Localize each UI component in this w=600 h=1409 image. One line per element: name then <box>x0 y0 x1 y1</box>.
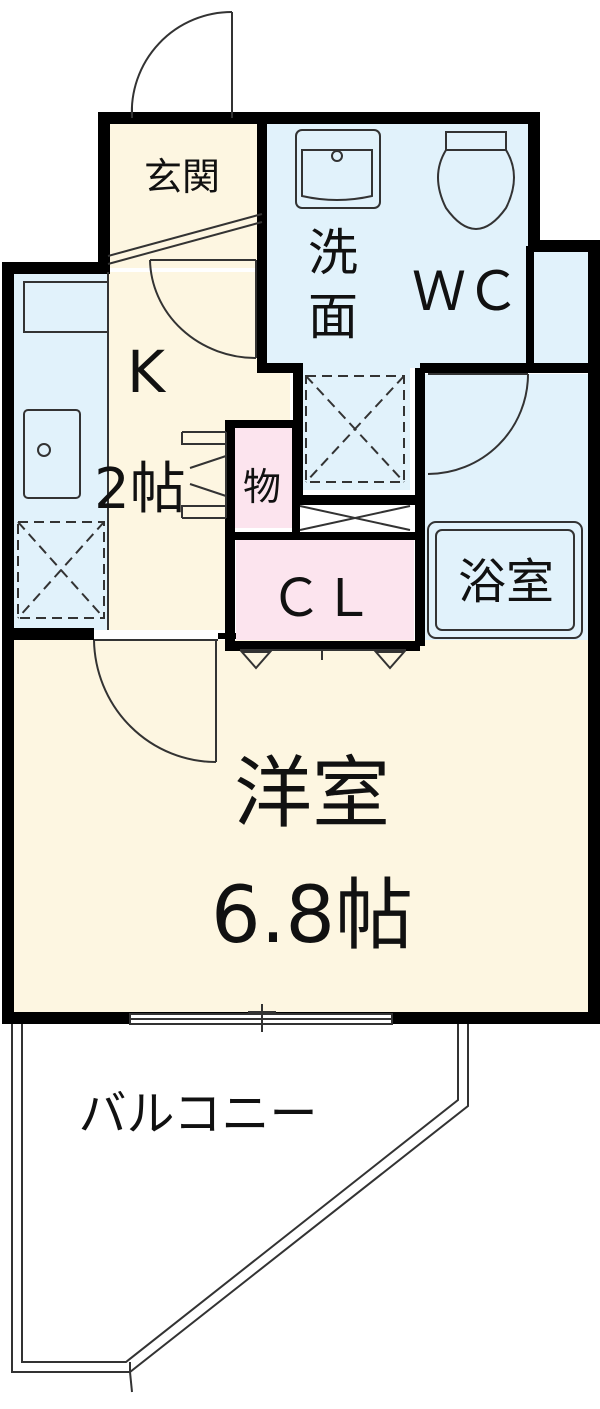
wall-closet <box>225 420 420 651</box>
wall-storage <box>230 420 300 536</box>
bath-fixtures <box>427 373 583 639</box>
closet-doors <box>239 649 407 670</box>
balcony-outline <box>11 1024 469 1393</box>
balcony-window <box>129 1004 393 1032</box>
outer-wall <box>2 112 600 1024</box>
wash-fixtures <box>295 129 515 531</box>
washroom-floor <box>262 118 590 368</box>
label-western-size: 6.8帖 <box>211 871 413 961</box>
western-floor <box>14 640 590 1012</box>
kitchen-counter <box>14 272 108 630</box>
label-closet: ＣＬ <box>270 569 374 629</box>
genkan-step <box>107 213 263 265</box>
label-western: 洋室 <box>234 749 390 839</box>
kitchen-door <box>149 259 257 359</box>
walls <box>2 112 600 1024</box>
label-bath: 浴室 <box>458 554 554 610</box>
label-senmen-2: 面 <box>308 288 358 346</box>
label-genkan: 玄関 <box>144 155 220 199</box>
kitchen-fixtures <box>17 272 109 630</box>
room-labels: 玄関 洗 面 ＷＣ K 2帖 物 ＣＬ 浴室 洋室 6.8帖 バルコニー <box>78 155 554 1142</box>
closet-floor <box>236 540 414 640</box>
storage-floor <box>232 428 294 528</box>
label-wc: ＷＣ <box>412 260 520 323</box>
storage-door <box>181 431 227 519</box>
label-balcony: バルコニー <box>78 1086 317 1142</box>
label-kitchen: K <box>127 338 167 406</box>
label-storage: 物 <box>243 465 281 509</box>
western-door <box>93 639 218 763</box>
entrance-door <box>130 10 233 119</box>
genkan-floor <box>108 118 262 268</box>
label-kitchen-size: 2帖 <box>94 457 186 522</box>
bath-floor <box>420 374 590 642</box>
label-senmen-1: 洗 <box>308 224 358 282</box>
